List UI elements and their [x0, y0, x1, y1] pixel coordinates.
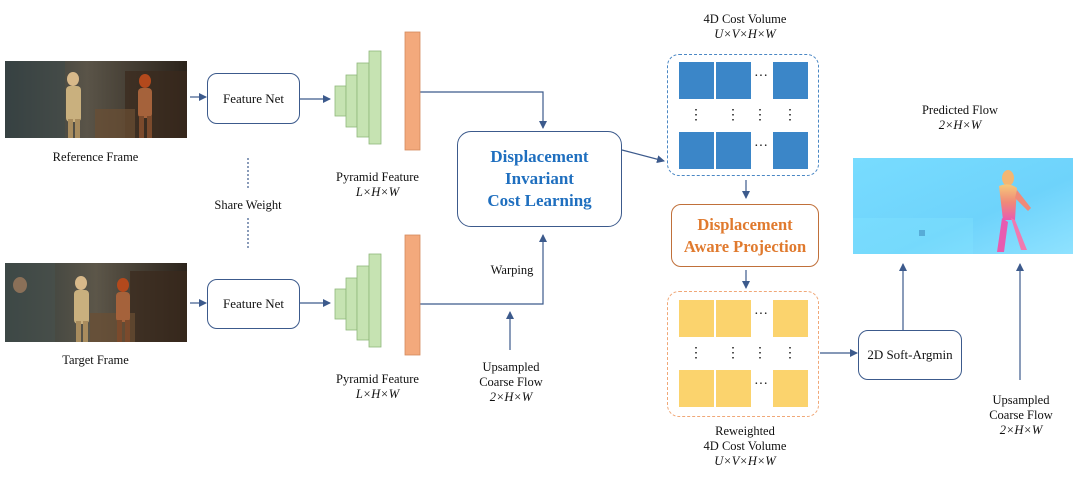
target-frame-label: Target Frame: [62, 353, 129, 367]
coarse-flow-bottom-line2: Coarse Flow: [479, 375, 543, 389]
pyramid-feature-top-title: Pyramid Feature: [336, 170, 419, 184]
dicl-line2: Invariant: [505, 169, 574, 188]
reweighted-dims: U×V×H×W: [714, 454, 776, 468]
coarse-flow-right-label: Upsampled Coarse Flow 2×H×W: [965, 393, 1077, 438]
reference-frame-label: Reference Frame: [52, 150, 139, 164]
reweighted-volume-label: Reweighted 4D Cost Volume U×V×H×W: [675, 424, 815, 469]
dicl-line1: Displacement: [490, 147, 589, 166]
coarse-flow-right-line1: Upsampled: [992, 393, 1050, 407]
reweighted-volume-vdots: ⋮: [726, 346, 740, 361]
reweighted-line1: Reweighted: [715, 424, 775, 438]
warping-label: Warping: [490, 263, 534, 277]
soft-argmin-box: 2D Soft-Argmin: [858, 330, 962, 380]
coarse-flow-bottom-line1: Upsampled: [482, 360, 540, 374]
dap-line2: Aware Projection: [683, 236, 807, 256]
cost-volume-hdots: ···: [754, 139, 768, 154]
cost-volume-cell: [773, 132, 808, 169]
cost-volume-vdots: ⋮: [783, 108, 797, 123]
coarse-flow-right-line2: Coarse Flow: [989, 408, 1053, 422]
reweighted-volume-cell: [716, 370, 751, 407]
dicl-line3: Cost Learning: [487, 191, 592, 210]
reference-frame-image: [5, 61, 187, 138]
coarse-flow-bottom-label: Upsampled Coarse Flow 2×H×W: [455, 360, 567, 405]
reweighted-volume-vdots: ⋮: [783, 346, 797, 361]
pyramid-feature-bottom-dims: L×H×W: [355, 387, 400, 401]
cost-volume-cell: [716, 132, 751, 169]
dap-line1: Displacement: [697, 214, 793, 234]
cost-volume-cell: [679, 62, 714, 99]
pyramid-feature-bottom-icon: [334, 234, 421, 356]
cost-volume-hdots: ···: [754, 69, 768, 84]
target-frame-image: [5, 263, 187, 342]
reweighted-volume-cell: [773, 370, 808, 407]
reweighted-volume-vdots: ⋮: [689, 346, 703, 361]
pyramid-feature-bottom-label: Pyramid Feature L×H×W: [320, 372, 435, 402]
reweighted-volume-vdots: ⋮: [753, 346, 767, 361]
reweighted-volume-cell: [773, 300, 808, 337]
cost-volume-title: 4D Cost Volume U×V×H×W: [675, 12, 815, 42]
reweighted-volume-hdots: ···: [754, 377, 768, 392]
reweighted-volume-cell: [716, 300, 751, 337]
share-weight-label: Share Weight: [214, 198, 282, 212]
reweighted-volume-hdots: ···: [754, 307, 768, 322]
pyramid-feature-top-icon: [334, 31, 421, 151]
cost-volume-vdots: ⋮: [689, 108, 703, 123]
reweighted-volume-cell: [679, 300, 714, 337]
predicted-flow-image: [853, 158, 1073, 254]
coarse-flow-bottom-dims: 2×H×W: [489, 390, 533, 404]
predicted-flow-title: Predicted Flow: [921, 103, 999, 117]
cost-volume-vdots: ⋮: [753, 108, 767, 123]
coarse-flow-right-dims: 2×H×W: [999, 423, 1043, 437]
cost-volume-cell: [679, 132, 714, 169]
displacement-invariant-cost-learning-box: Displacement Invariant Cost Learning: [457, 131, 622, 227]
cost-volume-cell: [716, 62, 751, 99]
predicted-flow-dims: 2×H×W: [938, 118, 982, 132]
cost-volume-dims: U×V×H×W: [714, 27, 776, 41]
cost-volume-title-text: 4D Cost Volume: [703, 12, 787, 26]
feature-net-top: Feature Net: [207, 73, 300, 124]
reweighted-line2: 4D Cost Volume: [703, 439, 787, 453]
predicted-flow-label: Predicted Flow 2×H×W: [895, 103, 1025, 133]
reweighted-volume-cell: [679, 370, 714, 407]
pyramid-feature-bottom-title: Pyramid Feature: [336, 372, 419, 386]
pyramid-feature-top-dims: L×H×W: [355, 185, 400, 199]
pyramid-feature-top-label: Pyramid Feature L×H×W: [320, 170, 435, 200]
reweighted-volume-container: [667, 291, 819, 417]
cost-volume-vdots: ⋮: [726, 108, 740, 123]
feature-net-bottom: Feature Net: [207, 279, 300, 329]
cost-volume-container: [667, 54, 819, 176]
cost-volume-cell: [773, 62, 808, 99]
displacement-aware-projection-box: Displacement Aware Projection: [671, 204, 819, 267]
